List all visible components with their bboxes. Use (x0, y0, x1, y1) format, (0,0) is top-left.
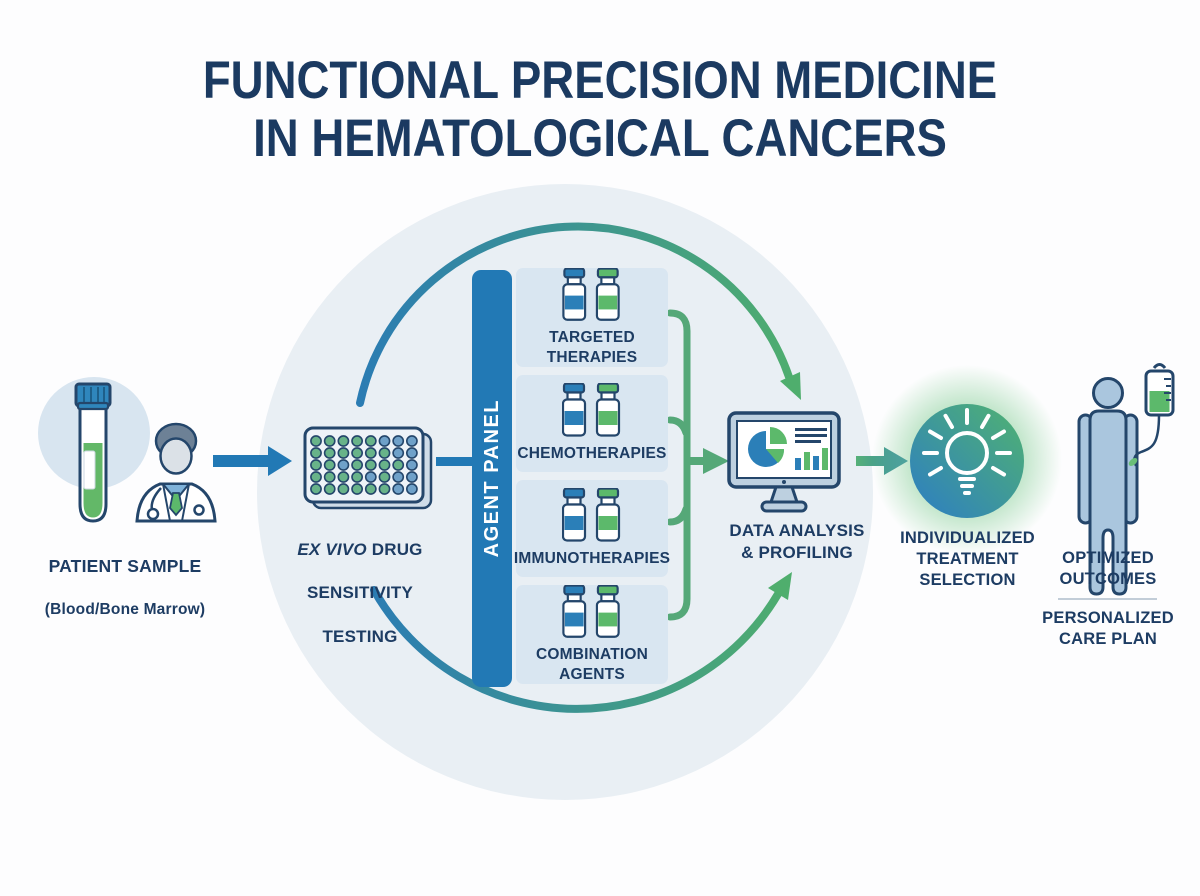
page-title-line2: IN HEMATOLOGICAL CANCERS (253, 109, 947, 169)
patient-highlight-circle (38, 377, 150, 489)
monitor-charts-icon (727, 411, 841, 513)
agent-category-label: COMBINATION AGENTS (535, 646, 649, 683)
outcomes-divider (1058, 598, 1157, 600)
agent-category-label: IMMUNOTHERAPIES (513, 550, 671, 568)
agent-category-immuno: IMMUNOTHERAPIES (513, 480, 671, 577)
individualized-treatment-label: INDIVIDUALIZED TREATMENT SELECTION (900, 529, 1035, 590)
light-rays (922, 408, 1012, 477)
microplate-icon (303, 426, 433, 510)
agent-panel-label: AGENT PANEL (480, 399, 503, 558)
medicine-vials-icon (562, 268, 620, 321)
test-tube-icon (74, 382, 112, 523)
agent-category-targeted: TARGETED THERAPIES (516, 268, 668, 367)
doctor-icon (135, 422, 217, 523)
bar-chart-icon (795, 448, 828, 470)
selection-glow (872, 365, 1062, 555)
iv-bag-icon (1128, 363, 1175, 467)
agent-panel-bar: AGENT PANEL (472, 270, 512, 687)
medicine-vials-icon (562, 383, 621, 437)
lightbulb-icon (910, 404, 1024, 518)
page-title: FUNCTIONAL PRECISION MEDICINE IN HEMATOL… (84, 51, 1116, 169)
agent-category-combination: COMBINATION AGENTS (516, 585, 668, 684)
arrow-analysis-to-selection (856, 447, 908, 475)
data-analysis-label: DATA ANALYSIS & PROFILING (729, 521, 865, 562)
agent-category-label: CHEMOTHERAPIES (517, 445, 667, 463)
personalized-care-label: PERSONALIZED CARE PLAN (1042, 609, 1174, 649)
medicine-vials-icon (562, 585, 620, 638)
medicine-vials-icon (562, 488, 621, 542)
optimized-outcomes-label: OPTIMIZED OUTCOMES (1059, 549, 1157, 589)
ex-vivo-testing-label: EX VIVO DRUG SENSITIVITY TESTING (297, 539, 423, 646)
agent-category-label: TARGETED THERAPIES (546, 329, 638, 366)
connector-testing-to-panel (436, 457, 474, 466)
patient-sample-label: PATIENT SAMPLE (Blood/Bone Marrow) (44, 556, 206, 619)
text-lines-icon (795, 428, 827, 443)
page-title-line1: FUNCTIONAL PRECISION MEDICINE (202, 51, 998, 110)
arrow-patient-to-testing (213, 446, 292, 476)
agent-bracket (666, 309, 691, 621)
pie-chart-icon (748, 431, 784, 467)
agent-category-chemo: CHEMOTHERAPIES (516, 375, 668, 472)
arrow-panel-to-analysis (687, 448, 729, 474)
